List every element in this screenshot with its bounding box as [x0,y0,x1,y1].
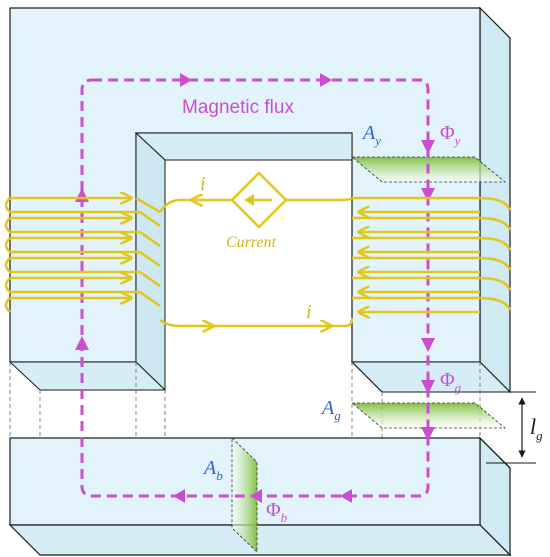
connecting-wires [158,198,354,326]
flux-caption: Magnetic flux [182,97,294,118]
right-coil [352,196,512,312]
area-g-label: Ag [320,397,341,423]
current-symbol-top: i [200,173,206,195]
area-y-label: Ay [361,122,381,148]
current-caption: Current [226,234,277,251]
flux-path [80,78,430,498]
flux-y-label: Φy [440,122,461,148]
area-b-label: Ab [202,457,223,483]
left-coil [4,198,161,313]
current-symbol-bottom: i [306,301,312,323]
flux-b-label: Φb [266,499,288,525]
gap-length-label: lg [530,414,543,443]
current-source-diamond-icon [230,171,288,229]
area-g-cross-section [350,402,507,429]
double-arrow-icon [486,391,536,464]
flux-g-label: Φg [440,369,462,395]
